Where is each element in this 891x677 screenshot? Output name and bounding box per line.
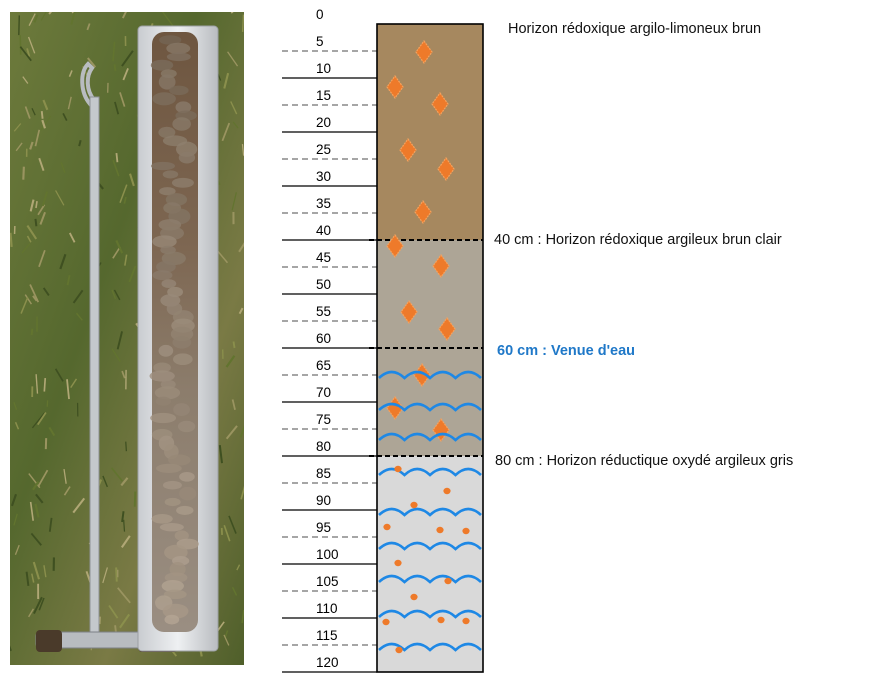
oxide-dot-13 [395,646,403,654]
scale-label-75: 75 [316,412,331,427]
horizon-band-1 [377,24,483,240]
scale-label-45: 45 [316,250,331,265]
scale-label-35: 35 [316,196,331,211]
scale-label-95: 95 [316,520,331,535]
scale-label-90: 90 [316,493,331,508]
oxide-dot-8 [444,577,452,585]
scale-label-120: 120 [316,655,339,670]
oxide-dot-4 [383,523,391,531]
grass-texture [10,12,244,657]
oxide-dot-7 [394,559,402,567]
depth-scale: 0 5 10 15 20 25 30 35 40 45 50 55 60 65 70 75 80 85 90 95 10… [282,7,377,673]
water-wave-9 [378,642,482,652]
water-wave-8 [378,609,482,619]
scale-label-30: 30 [316,169,331,184]
oxide-dot-5 [436,526,444,534]
redox-diamond-10 [438,316,456,342]
scale-label-60: 60 [316,331,331,346]
scale-label-65: 65 [316,358,331,373]
scale-label-10: 10 [316,61,331,76]
scale-label-70: 70 [316,385,331,400]
redox-diamond-8 [432,253,450,279]
oxide-dot-10 [382,618,390,626]
redox-diamond-5 [437,156,455,182]
oxide-dot-9 [410,593,418,601]
scale-label-100: 100 [316,547,339,562]
oxide-dot-3 [410,501,418,509]
profile-column [369,23,484,673]
water-wave-5 [378,507,482,517]
scale-label-15: 15 [316,88,331,103]
redox-diamond-4 [399,137,417,163]
soil-clods [149,35,199,625]
scale-label-0: 0 [316,7,324,22]
scale-label-115: 115 [316,628,338,643]
oxide-dot-6 [462,527,470,535]
soil-core-photo [10,12,244,665]
scale-label-105: 105 [316,574,339,589]
water-wave-7 [378,574,482,584]
redox-diamond-3 [431,91,449,117]
oxide-dot-12 [462,617,470,625]
horizon-label-3: 80 cm : Horizon réductique oxydé argileu… [495,453,794,469]
water-wave-1 [378,370,482,380]
scale-label-5: 5 [316,34,324,49]
oxide-dot-2 [443,487,451,495]
redox-diamond-1 [415,39,433,65]
redox-diamond-9 [400,299,418,325]
scale-label-55: 55 [316,304,331,319]
scale-label-50: 50 [316,277,331,292]
scale-label-80: 80 [316,439,331,454]
water-wave-2 [378,402,482,412]
core-gutter [137,25,219,652]
horizon-label-2: 40 cm : Horizon rédoxique argileux brun … [494,232,782,248]
horizon-band-3 [377,456,483,672]
profile-symbols [378,39,482,654]
scale-label-20: 20 [316,115,331,130]
scale-label-25: 25 [316,142,331,157]
water-wave-3 [378,432,482,442]
scale-label-40: 40 [316,223,331,238]
redox-diamond-7 [386,233,404,259]
scale-label-85: 85 [316,466,331,481]
water-inflow-label: 60 cm : Venue d'eau [497,343,636,359]
horizon-label-1: Horizon rédoxique argilo-limoneux brun [508,21,762,37]
oxide-dot-1 [394,465,402,473]
water-wave-6 [378,541,482,551]
oxide-dot-11 [437,616,445,624]
redox-diamond-2 [386,74,404,100]
scale-label-110: 110 [316,601,338,616]
redox-diamond-6 [414,199,432,225]
